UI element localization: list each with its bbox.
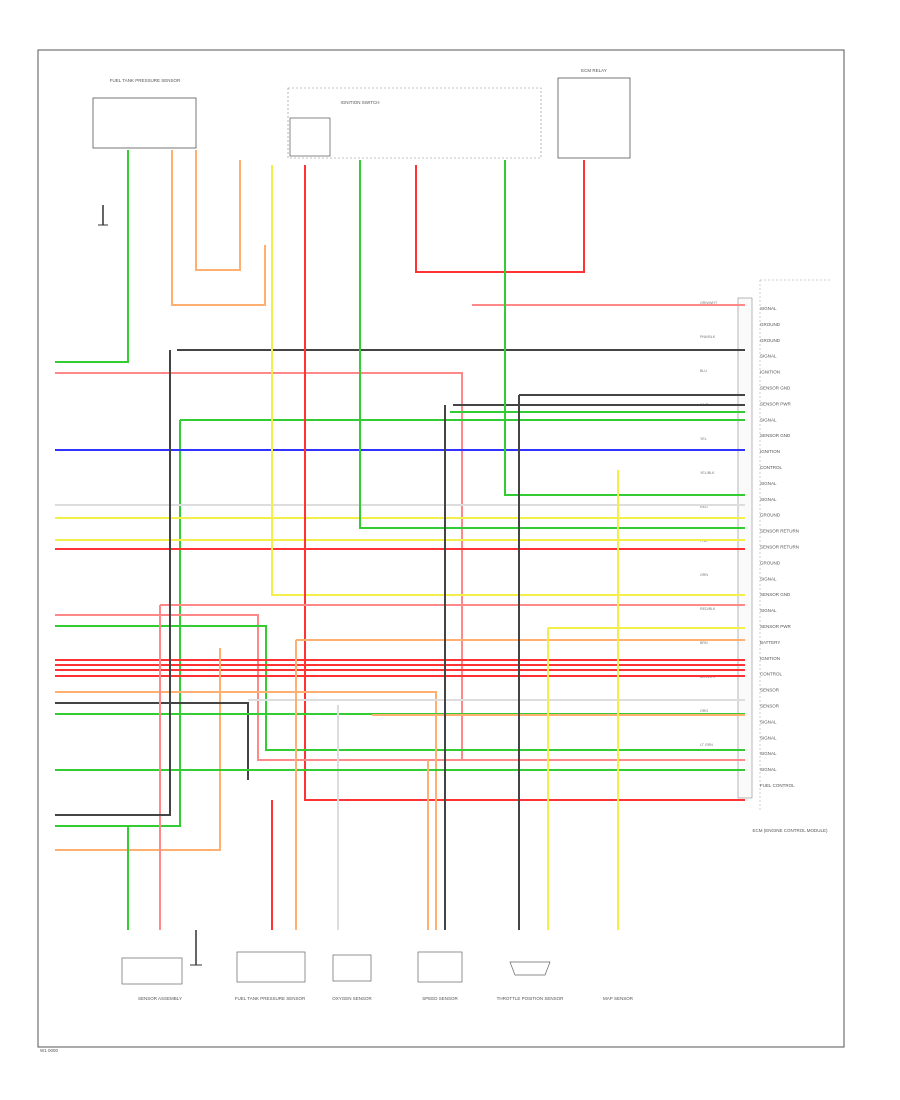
ecm-pin-label: SIGNAL [760,735,777,740]
ecm-pin-label: IGNITION [760,656,780,661]
ecm-pin-label: SENSOR GND [760,433,791,438]
wire-green [504,160,745,496]
diagram-frame [37,49,845,1048]
ecm-pin-label: GROUND [760,322,781,327]
bottom-component-sensor-assembly: SENSOR ASSEMBLY [121,957,183,1001]
wire-color-code: BRN [700,641,708,645]
ground-icon [98,205,108,226]
figure-code: W1 0000 [40,1048,59,1053]
ecm-pin-label: SIGNAL [760,576,777,581]
svg-text:SPEED SENSOR: SPEED SENSOR [422,996,458,1001]
wire-color-code: RED [700,505,708,509]
wire-orange [171,150,266,306]
svg-text:ECM RELAY: ECM RELAY [581,68,607,73]
wire-group [55,150,745,930]
wire-green [55,420,181,827]
ecm-pin-label: BATTERY [760,640,780,645]
top-component-ecm-relay: ECM RELAY [557,68,631,159]
ecm-pin-label: GROUND [760,338,781,343]
ecm-pin-label: SENSOR RETURN [760,529,799,534]
ecm-pin-label: SIGNAL [760,719,777,724]
wire-pink [55,372,463,760]
wire-red [415,160,585,273]
svg-text:THROTTLE POSITION SENSOR: THROTTLE POSITION SENSOR [497,996,565,1001]
ecm-pin-label: CONTROL [760,672,782,677]
wire-yellow [271,165,745,596]
ecm-pin-label: IGNITION [760,449,780,454]
wire-pink [55,614,745,761]
svg-text:IGNITION SWITCH: IGNITION SWITCH [341,100,380,105]
svg-text:FUEL TANK PRESSURE SENSOR: FUEL TANK PRESSURE SENSOR [110,78,181,83]
ecm-pin-label: SENSOR GND [760,386,791,391]
ecm-pin-label: SIGNAL [760,306,777,311]
wire-color-code: BLU [700,369,707,373]
bottom-component-fuel-tank-sensor: FUEL TANK PRESSURE SENSOR [235,951,306,1001]
ecm-pin-label: SENSOR RETURN [760,545,799,550]
ecm-pin-label: SENSOR PWR [760,401,792,406]
wire-green [55,150,129,363]
bottom-component-throttle-sensor: THROTTLE POSITION SENSOR [497,961,565,1001]
top-component-fuel-tank-sensor: FUEL TANK PRESSURE SENSOR [92,78,197,149]
wire-orange [195,150,241,271]
bottom-component-oxygen-sensor: OXYGEN SENSOR [332,954,373,1001]
wire-color-code: YEL [700,437,707,441]
ecm-pin-label: CONTROL [760,465,782,470]
wire-color-code: PNK/BLK [700,335,716,339]
ecm-pin-label: SIGNAL [760,481,777,486]
wire-gray [55,702,249,780]
svg-text:OXYGEN SENSOR: OXYGEN SENSOR [332,996,372,1001]
ecm-pin-label: SENSOR GND [760,592,791,597]
ecm-pin-label: IGNITION [760,370,780,375]
wire-color-code: RED/BLK [700,607,716,611]
ecm-pin-label: SIGNAL [760,767,777,772]
wire-green [55,625,745,751]
ecm-pin-label: GROUND [760,513,781,518]
ecm-pin-label: SENSOR [760,688,780,693]
bottom-component-speed-sensor: SPEED SENSOR [417,951,463,1001]
ecm-pin-label: SIGNAL [760,354,777,359]
ecm-pin-label: SIGNAL [760,608,777,613]
ecm-label: ECM (ENGINE CONTROL MODULE) [752,828,828,833]
wire-green [359,160,745,529]
wire-color-code: GRN/WHT [700,301,718,305]
ecm-pin-label: SIGNAL [760,497,777,502]
ecm-pin-label: GROUND [760,560,781,565]
wire-color-code: ORG [700,709,708,713]
wire-red [304,165,745,801]
ecm-pin-label-list: SIGNAL GROUND GROUND SIGNAL IGNITION SENSOR G… [700,301,799,788]
ecm-pin-label: SIGNAL [760,751,777,756]
wire-color-code: LT GRN [700,743,713,747]
svg-text:MAP SENSOR: MAP SENSOR [603,996,634,1001]
wire-orange [55,691,437,930]
ecm-pin-label: SENSOR PWR [760,624,792,629]
ecm-pin-label: SENSOR [760,704,780,709]
ground-icon-bottom [190,930,202,966]
ecm-pin-label: SIGNAL [760,417,777,422]
svg-text:FUEL TANK PRESSURE SENSOR: FUEL TANK PRESSURE SENSOR [235,996,306,1001]
wire-orange [55,648,221,851]
wire-color-code: YEL/BLK [700,471,715,475]
svg-text:SENSOR ASSEMBLY: SENSOR ASSEMBLY [138,996,182,1001]
wire-gray [55,350,171,816]
bottom-component-map-sensor: MAP SENSOR [603,996,634,1001]
ecm-pin-label: FUEL CONTROL [760,783,795,788]
wire-color-code: GRN [700,573,708,577]
top-component-ignition-switch: IGNITION SWITCH [287,87,542,159]
